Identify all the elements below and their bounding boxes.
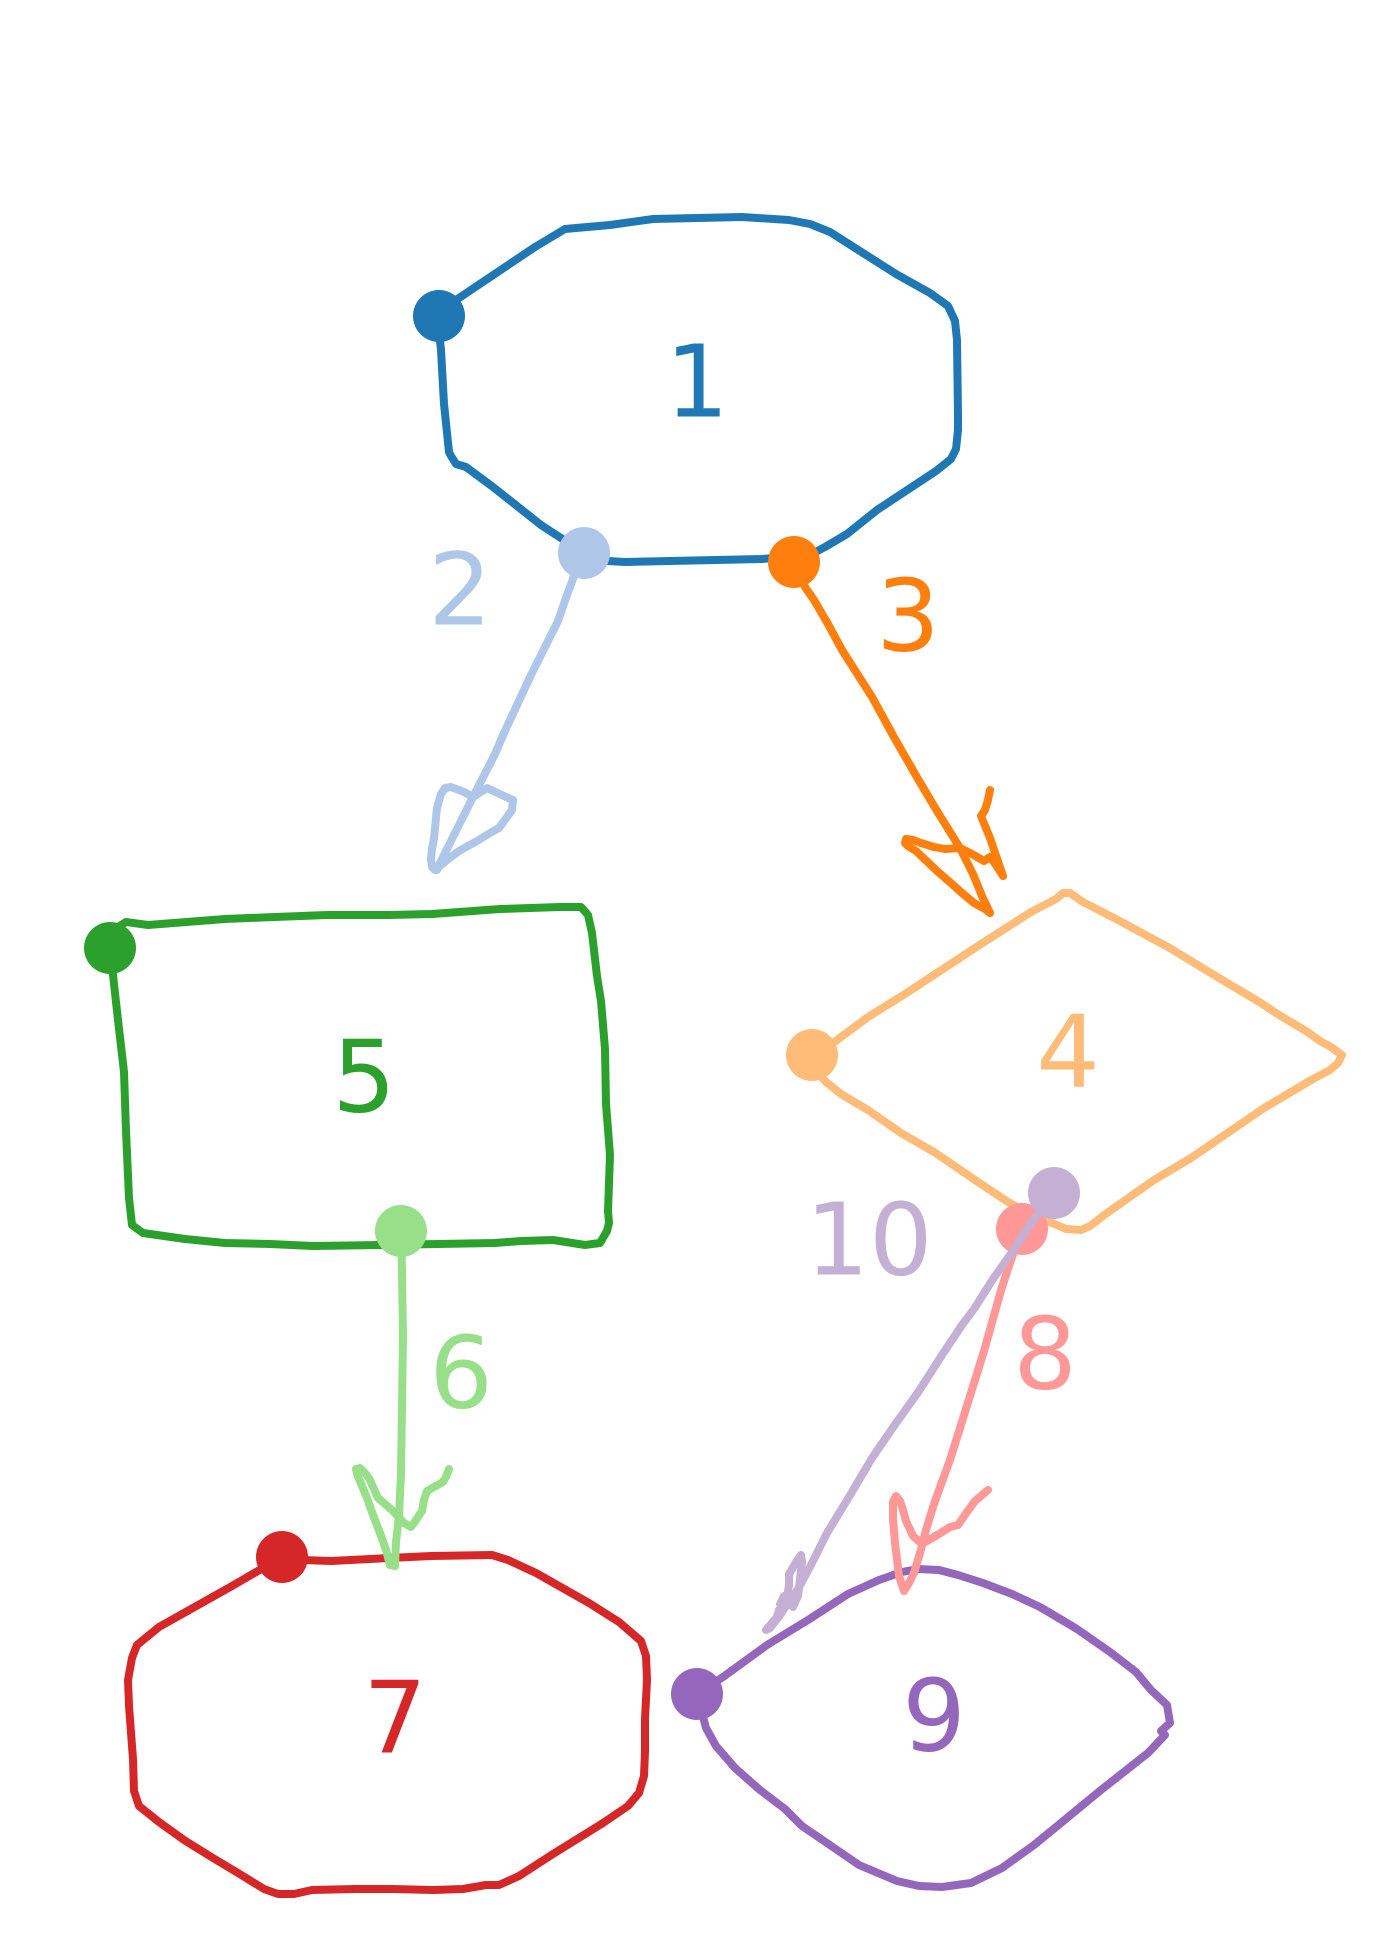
node-1-label: 1 — [665, 324, 729, 441]
node-9-label: 9 — [902, 1658, 966, 1775]
edge-3: 3 — [768, 536, 1007, 917]
edge-3-label: 3 — [876, 558, 940, 675]
node-7-label: 7 — [363, 1660, 427, 1777]
edge-8-line — [900, 1225, 1026, 1595]
edge-6-label: 6 — [429, 1315, 493, 1432]
node-7: 7 — [124, 1531, 651, 1898]
node-4-label: 4 — [1036, 994, 1100, 1111]
node-5-outline — [106, 903, 614, 1250]
node-7-anchor — [256, 1531, 308, 1583]
node-1-outline — [433, 213, 962, 566]
node-9-outline — [693, 1565, 1174, 1891]
edge-10-arrowhead — [762, 1551, 806, 1634]
edge-10: 10 — [762, 1167, 1080, 1634]
node-7-outline — [124, 1551, 651, 1898]
edge-2-arrowhead — [427, 783, 517, 874]
edge-2: 2 — [427, 527, 610, 874]
edge-6: 6 — [352, 1205, 493, 1570]
node-5-anchor — [84, 922, 136, 974]
edge-6-anchor — [375, 1205, 427, 1257]
edge-6-arrowhead — [352, 1464, 453, 1570]
node-4-anchor — [786, 1029, 838, 1081]
edge-10-label: 10 — [805, 1182, 932, 1299]
node-5-label: 5 — [332, 1019, 396, 1136]
edge-10-anchor — [1028, 1167, 1080, 1219]
edge-3-arrowhead — [901, 786, 1007, 917]
edge-3-line — [790, 558, 994, 917]
edge-2-anchor — [558, 527, 610, 579]
edge-8-label: 8 — [1013, 1296, 1077, 1413]
node-9-anchor — [671, 1668, 723, 1720]
node-1: 1 — [413, 213, 962, 566]
node-5: 5 — [84, 903, 614, 1250]
edge-2-line — [433, 549, 588, 874]
edge-3-anchor — [768, 536, 820, 588]
node-4: 4 — [786, 889, 1346, 1234]
node-4-outline — [808, 889, 1346, 1234]
node-1-anchor — [413, 290, 465, 342]
node-9: 9 — [671, 1565, 1174, 1891]
edge-2-label: 2 — [428, 532, 492, 649]
edge-8-arrowhead — [889, 1486, 992, 1595]
edge-6-line — [391, 1227, 407, 1570]
